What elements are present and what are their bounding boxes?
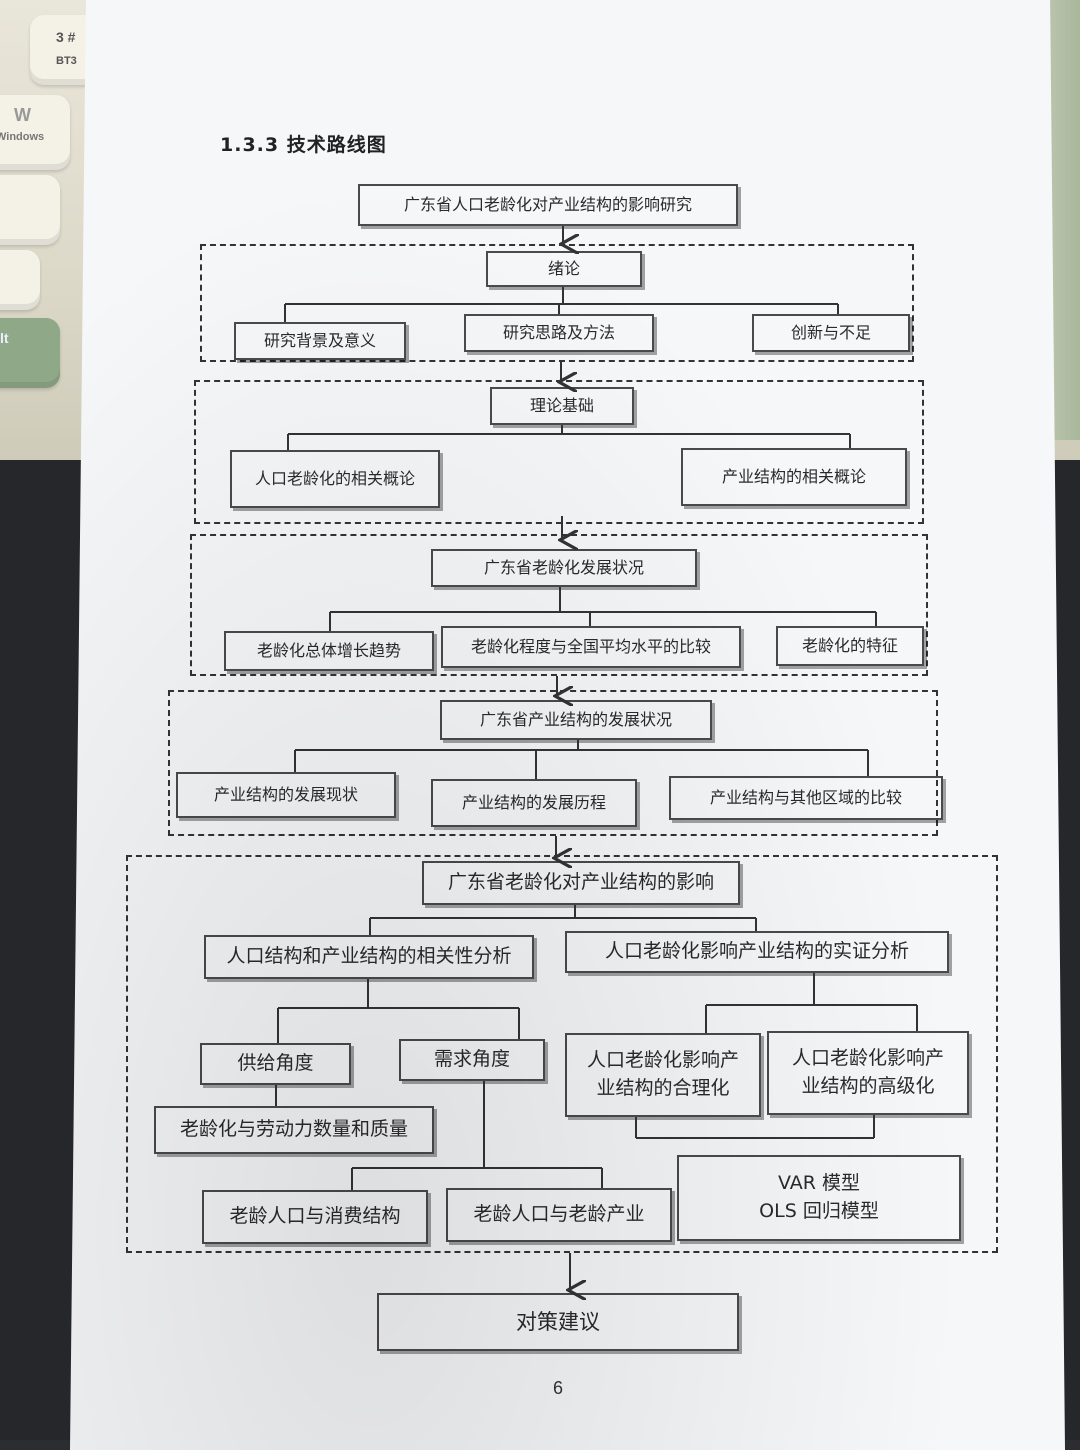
industry-status-item-box: 产业结构的发展现状 <box>176 772 396 818</box>
elder-industry-box: 老龄人口与老龄产业 <box>446 1188 672 1242</box>
rationalization-box: 人口老龄化影响产业结构的合理化 <box>565 1033 761 1117</box>
var-model-label: VAR 模型 <box>777 1172 861 1195</box>
aging-status-item-box: 老龄化程度与全国平均水平的比较 <box>441 626 741 668</box>
conclusion-box: 对策建议 <box>377 1293 739 1351</box>
key-label: lt <box>0 330 9 346</box>
consumption-box: 老龄人口与消费结构 <box>202 1190 428 1244</box>
keyboard-key <box>0 250 40 310</box>
theory-item-box: 产业结构的相关概论 <box>681 448 907 506</box>
key-label: 3 # <box>56 29 76 45</box>
industry-status-title-box: 广东省产业结构的发展状况 <box>440 700 712 740</box>
demand-box: 需求角度 <box>399 1039 545 1081</box>
keyboard-key: W Windows <box>0 95 70 170</box>
aging-status-item-box: 老龄化总体增长趋势 <box>224 631 434 671</box>
empirical-analysis-box: 人口老龄化影响产业结构的实证分析 <box>565 931 949 973</box>
keyboard-key <box>0 175 60 245</box>
root-box: 广东省人口老龄化对产业结构的影响研究 <box>358 184 738 226</box>
industry-status-item-box: 产业结构的发展历程 <box>431 779 637 827</box>
labor-box: 老龄化与劳动力数量和质量 <box>154 1106 434 1154</box>
theory-item-box: 人口老龄化的相关概论 <box>230 450 440 508</box>
page-number: 6 <box>553 1378 564 1398</box>
correlation-analysis-box: 人口结构和产业结构的相关性分析 <box>204 935 534 979</box>
section-title: 1.3.3 技术路线图 <box>220 134 387 156</box>
key-label: W <box>14 105 31 125</box>
aging-status-item-box: 老龄化的特征 <box>776 626 924 666</box>
industry-status-item-box: 产业结构与其他区域的比较 <box>669 776 943 820</box>
models-box: VAR 模型 OLS 回归模型 <box>677 1155 961 1241</box>
intro-title-box: 绪论 <box>486 251 642 287</box>
key-label: BT3 <box>56 55 77 67</box>
intro-item-box: 研究思路及方法 <box>464 314 654 352</box>
intro-item-box: 创新与不足 <box>752 314 910 352</box>
ols-model-label: OLS 回归模型 <box>759 1200 879 1222</box>
intro-group <box>200 244 914 362</box>
impact-title-box: 广东省老龄化对产业结构的影响 <box>422 861 740 905</box>
theory-title-box: 理论基础 <box>490 387 634 425</box>
upgrading-box: 人口老龄化影响产业结构的高级化 <box>767 1031 969 1115</box>
key-label: Windows <box>0 131 45 143</box>
keyboard-key: lt <box>0 318 60 388</box>
supply-box: 供给角度 <box>200 1043 351 1085</box>
aging-status-title-box: 广东省老龄化发展状况 <box>431 549 697 587</box>
intro-item-box: 研究背景及意义 <box>234 322 406 360</box>
